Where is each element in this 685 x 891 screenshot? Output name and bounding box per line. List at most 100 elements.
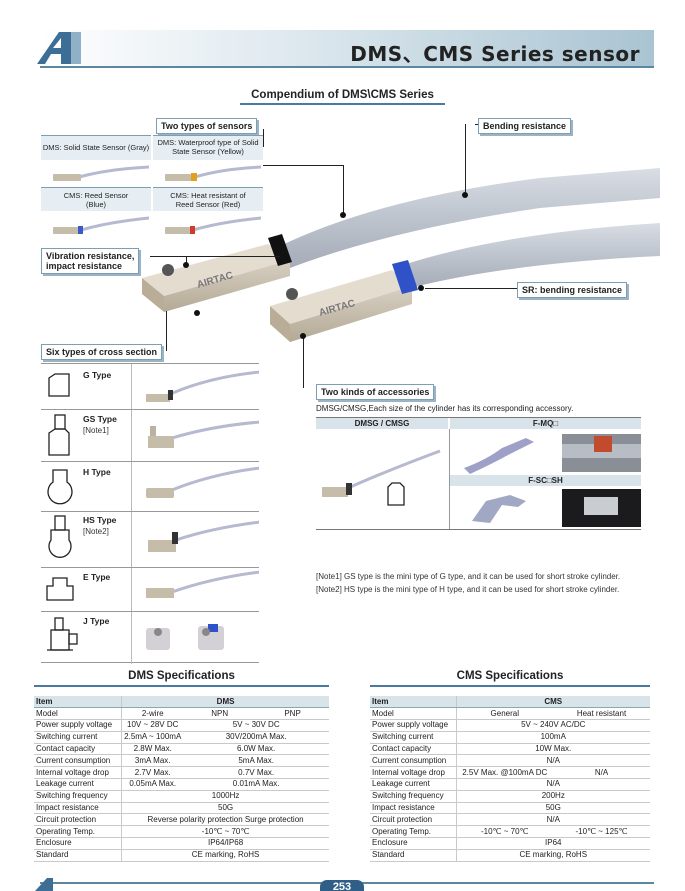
- header-rule: [40, 66, 654, 68]
- j-type-profile-icon: [47, 617, 78, 651]
- cell-cms-heat: CMS: Heat resistant of Reed Sensor (Red): [153, 187, 263, 211]
- j-type-photo: [131, 612, 224, 664]
- table-cell: Circuit protection: [34, 813, 123, 827]
- gs-type-photo: [131, 410, 259, 462]
- cell-dms-solid: DMS: Solid State Sensor (Gray): [41, 135, 151, 160]
- table-cell: Switching current: [370, 731, 457, 744]
- table-row: Model 2-wire NPN PNP: [34, 707, 329, 721]
- callout-dot: [462, 192, 468, 198]
- header-cell: CMS: [456, 696, 650, 709]
- cell-cms-reed-line1: CMS: Reed Sensor: [63, 191, 129, 200]
- table-cell: 10V ~ 28V DC: [121, 719, 184, 732]
- cell-cms-heat-line1: CMS: Heat resistant of: [170, 191, 246, 200]
- leader-line: [475, 124, 478, 125]
- header-cell: Item: [34, 696, 123, 709]
- leader-line: [150, 256, 280, 257]
- brand-logo-icon: [37, 32, 81, 64]
- table-cell: IP64/IP68: [121, 837, 329, 850]
- table-cell: Reverse polarity protection Surge protec…: [121, 813, 329, 827]
- dmsg-sensor-photo: [322, 449, 441, 506]
- callout-accessories: Two kinds of accessories: [316, 384, 435, 400]
- table-cell: Contact capacity: [370, 743, 457, 756]
- table-cell: Leakage current: [34, 778, 123, 791]
- callout-dot: [194, 310, 200, 316]
- callout-bending: Bending resistance: [478, 118, 572, 134]
- cross-section-row-e: E Type: [41, 567, 259, 612]
- table-cell: N/A: [553, 766, 650, 780]
- e-type-profile-icon: [46, 577, 74, 601]
- acc-col-fsc: F-SC□SH: [450, 475, 641, 486]
- red-sensor-photo: [165, 216, 261, 234]
- table-cell: 0.05mA Max.: [121, 778, 184, 791]
- table-cell: 2-wire: [121, 707, 184, 721]
- table-cell: 0.7V Max.: [183, 766, 329, 780]
- callout-vibration-line2: impact resistance: [46, 261, 123, 271]
- callout-dot: [340, 212, 346, 218]
- table-cell: N/A: [456, 778, 650, 791]
- cross-section-note: [Note2]: [83, 527, 109, 536]
- table-cell: Power supply voltage: [370, 719, 457, 732]
- h-type-photo: [131, 462, 259, 512]
- cross-section-row-h: H Type: [41, 461, 259, 512]
- cross-section-row-gs: GS Type [Note1]: [41, 409, 259, 462]
- table-row: Operating Temp.-10℃ ~ 70℃-10℃ ~ 125℃: [370, 825, 650, 839]
- table-cell: 5V ~ 30V DC: [183, 719, 329, 732]
- f-mq-bracket-photo: [464, 438, 534, 474]
- table-cell: Standard: [370, 849, 457, 862]
- table-cell: Switching current: [34, 731, 123, 744]
- table-cell: Power supply voltage: [34, 719, 123, 732]
- f-sc-mounted-photo: [562, 489, 641, 527]
- table-header: Item DMS: [34, 696, 329, 709]
- page-title: DMS、CMS Series sensor: [350, 42, 640, 66]
- callout-sr-bending: SR: bending resistance: [517, 282, 628, 298]
- compendium-title: Compendium of DMS\CMS Series: [251, 89, 434, 101]
- table-cell: 100mA: [456, 731, 650, 744]
- table-cell: 200Hz: [456, 790, 650, 803]
- table-cell: 5V ~ 240V AC/DC: [456, 719, 650, 732]
- accessories-intro: DMSG/CMSG,Each size of the cylinder has …: [316, 404, 574, 413]
- note-1: [Note1] GS type is the mini type of G ty…: [316, 572, 621, 581]
- yellow-sensor-photo: [165, 165, 261, 181]
- callout-dot: [300, 333, 306, 339]
- table-divider: [449, 429, 450, 529]
- table-cell: 50G: [456, 802, 650, 815]
- table-cell: 50G: [121, 802, 329, 815]
- cross-section-label: E Type: [83, 572, 111, 582]
- table-cell: Current consumption: [34, 754, 123, 768]
- footer-logo-icon: [35, 878, 53, 891]
- cell-cms-reed-line2: (Blue): [85, 200, 106, 209]
- cross-section-label: J Type: [83, 616, 110, 626]
- leader-line: [186, 256, 187, 264]
- cross-section-row-j: J Type: [41, 611, 259, 664]
- table-cell: IP64: [456, 837, 650, 850]
- table-cell: 2.8W Max.: [121, 743, 184, 756]
- acc-col-dmsg: DMSG / CMSG: [316, 418, 448, 429]
- table-cell: 5mA Max.: [183, 754, 329, 768]
- table-cell: Operating Temp.: [34, 825, 123, 839]
- cross-section-label: G Type: [83, 370, 112, 380]
- acc-col-fmq: F-MQ□: [450, 418, 641, 429]
- f-sc-bracket-photo: [472, 495, 526, 523]
- callout-dot: [418, 285, 424, 291]
- table-cell: 3mA Max.: [121, 754, 184, 768]
- table-cell: PNP: [256, 707, 329, 721]
- table-cell: Current consumption: [370, 754, 457, 768]
- leader-line: [465, 124, 466, 194]
- table-cell: Enclosure: [34, 837, 123, 850]
- table-cell: Internal voltage drop: [370, 766, 457, 780]
- table-cell: Internal voltage drop: [34, 766, 123, 780]
